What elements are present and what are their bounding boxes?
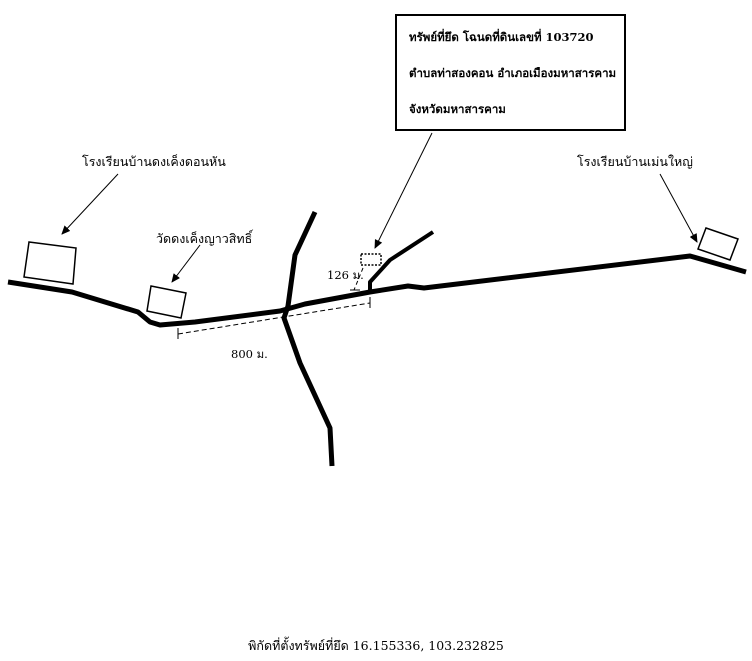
property-access-road <box>368 230 435 292</box>
school-right-building <box>697 227 739 261</box>
crossing-road <box>281 210 335 467</box>
long-distance-label: 800 ม. <box>231 347 268 361</box>
school-right-arrow <box>659 173 698 243</box>
temple-label: วัดดงเค็งญาวสิทธิ์ <box>156 231 253 246</box>
property-title: ทรัพย์ที่ยึด โฉนดที่ดินเลขที่ 103720 <box>409 30 594 44</box>
school-left-arrow <box>61 173 119 235</box>
property-province: จังหวัดมหาสารคาม <box>409 102 506 116</box>
main-road <box>7 253 747 328</box>
property-subdistrict-district: ตำบลท่าสองคอน อำเภอเมืองมหาสารคาม <box>409 66 617 80</box>
property-parcel <box>360 253 382 266</box>
property-info-box: ทรัพย์ที่ยึด โฉนดที่ดินเลขที่ 103720 ตำบ… <box>395 14 626 131</box>
school-left-building <box>23 241 77 285</box>
property-arrow <box>374 132 433 249</box>
coordinates-caption: พิกัดที่ตั้งทรัพย์ที่ยึด 16.155336, 103.… <box>248 638 504 653</box>
long-distance-line <box>177 302 371 335</box>
short-distance-line <box>353 267 364 291</box>
temple-building <box>146 285 187 319</box>
school-right-label: โรงเรียนบ้านเม่นใหญ่ <box>577 154 693 169</box>
short-distance-label: 126 ม. <box>327 268 364 282</box>
temple-arrow <box>171 244 201 283</box>
school-left-label: โรงเรียนบ้านดงเค็งดอนหัน <box>82 154 226 169</box>
